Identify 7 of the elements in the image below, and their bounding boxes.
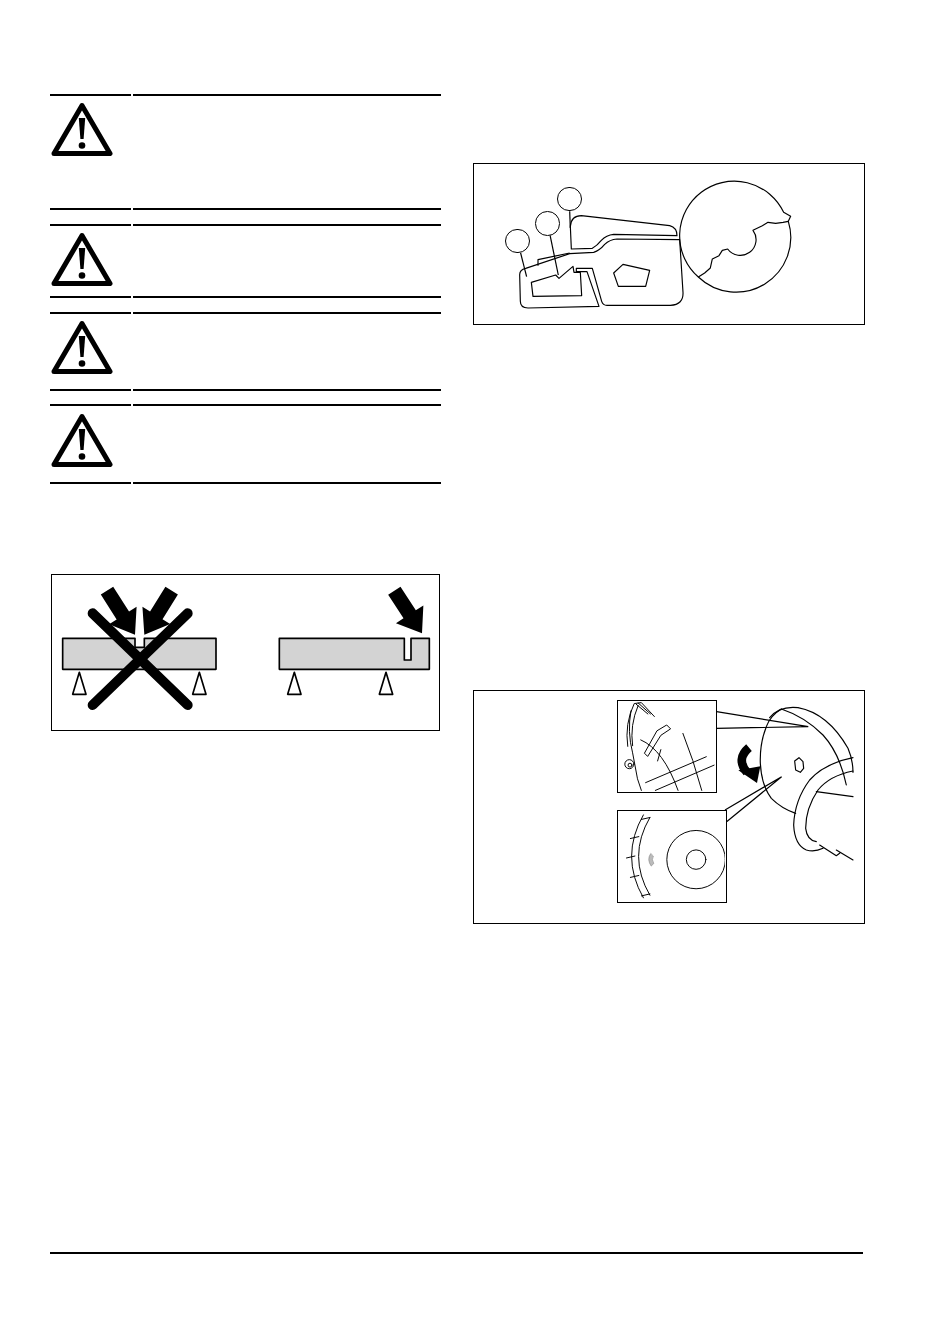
leader-line [549, 234, 559, 276]
leader-line [569, 210, 571, 229]
callout-wedge [716, 711, 809, 729]
callout-wedge [724, 776, 783, 823]
detail-inset [616, 810, 727, 904]
leader-line [520, 252, 528, 278]
housing-cover [569, 215, 678, 250]
